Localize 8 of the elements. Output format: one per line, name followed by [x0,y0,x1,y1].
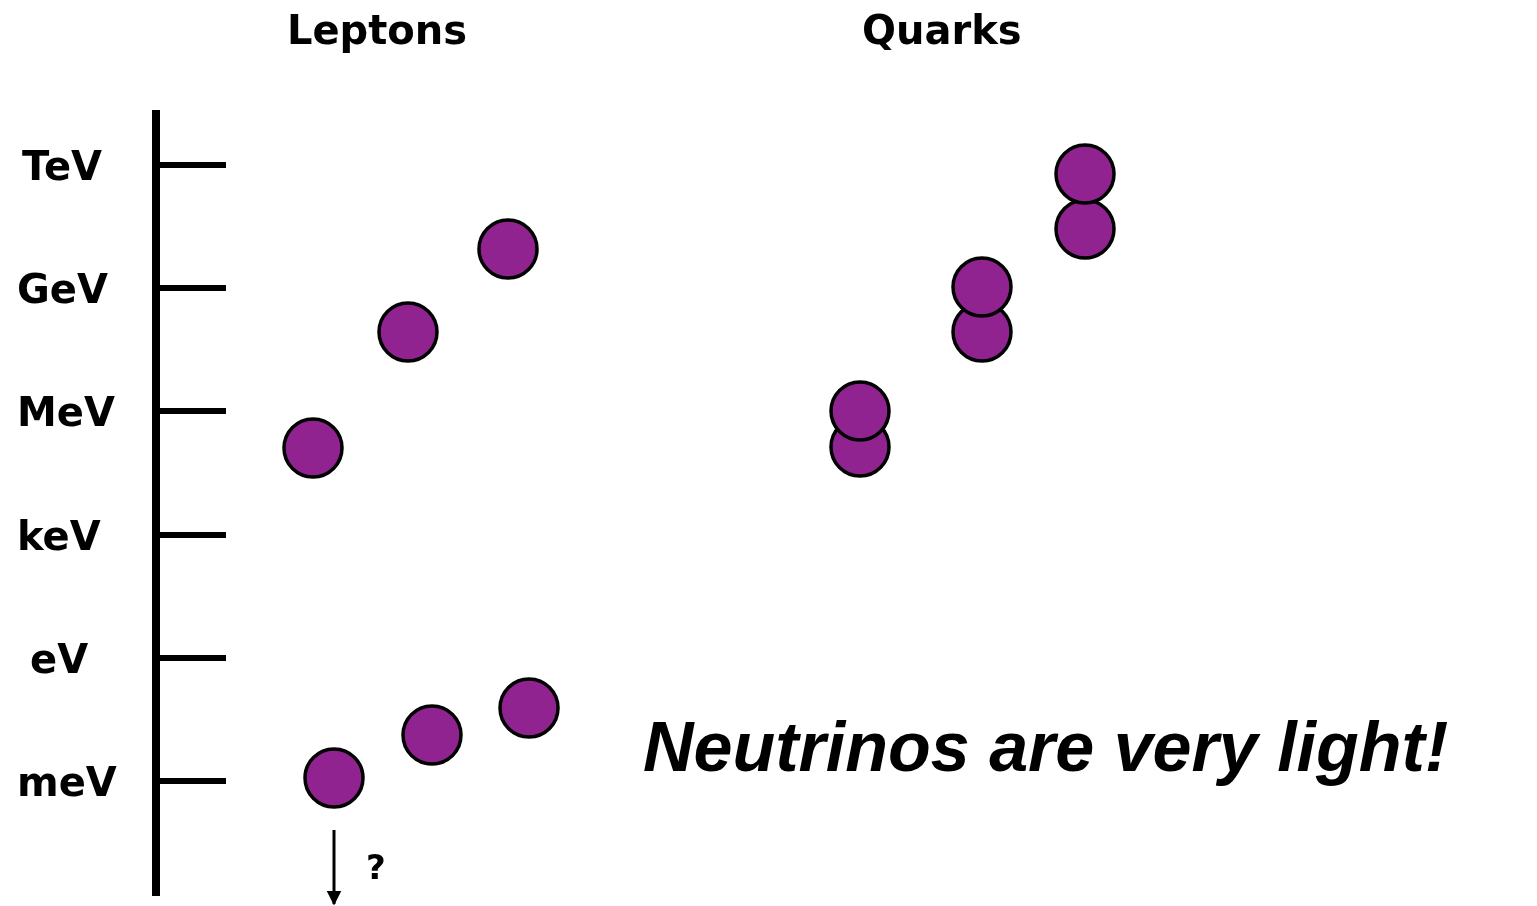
axis-tick-label: keV [17,516,101,556]
axis-tick-label: meV [17,762,117,802]
axis-tick-label: eV [30,639,89,679]
question-mark: ? [366,850,386,884]
axis-tick-label: MeV [17,392,115,432]
axis-tick-label: TeV [22,146,103,186]
column-header: Quarks [862,10,1022,50]
axis-tick-label: GeV [17,269,108,309]
